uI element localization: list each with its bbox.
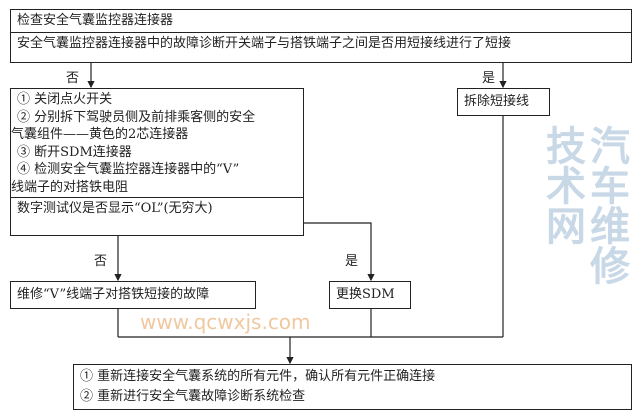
watermark-url: www.qcwxjs.com [140, 310, 311, 334]
repair-box: 维修“V”线端子对搭铁短接的故障 [10, 281, 256, 309]
step-line: ② 分别拆下驾驶员侧及前排乘客侧的安全 [17, 109, 256, 125]
remove-jumper-box: 拆除短接线 [457, 88, 550, 116]
replace-sdm-box: 更换SDM [329, 281, 411, 309]
step-line: 线端子的对搭铁电阻 [11, 179, 129, 195]
final-line: ② 重新进行安全气囊故障诊断系统检查 [80, 389, 306, 404]
check-connector-box: 检查安全气囊监控器连接器 安全气囊监控器连接器中的故障诊断开关端子与搭铁端子之间… [10, 9, 632, 63]
ol-question: 数字测试仪是否显示“OL”(无穷大) [11, 197, 303, 220]
watermark-logo: 汽车维修技术网 [539, 125, 629, 285]
step-line: ③ 断开SDM连接器 [17, 144, 132, 160]
no-label: 否 [66, 71, 80, 86]
step-line: ④ 检测安全气囊监控器连接器中的“V” [17, 162, 240, 177]
remove-jumper-text: 拆除短接线 [464, 94, 530, 109]
replace-sdm-text: 更换SDM [336, 287, 395, 302]
step-line: 气囊组件——黄色的2芯连接器 [11, 127, 189, 142]
yes-label: 是 [482, 71, 496, 86]
check-title: 检查安全气囊监控器连接器 [17, 13, 174, 28]
yes-label-2: 是 [345, 254, 359, 269]
steps-box: ① 关闭点火开关 ② 分别拆下驾驶员侧及前排乘客侧的安全 气囊组件——黄色的2芯… [10, 88, 304, 236]
step-line: ① 关闭点火开关 [17, 92, 113, 107]
repair-text: 维修“V”线端子对搭铁短接的故障 [17, 287, 210, 302]
no-label-2: 否 [94, 254, 108, 269]
jumper-question: 安全气囊监控器连接器中的故障诊断开关端子与搭铁端子之间是否用短接线进行了短接 [11, 32, 631, 55]
final-box: ① 重新连接安全气囊系统的所有元件，确认所有元件正确连接 ② 重新进行安全气囊故… [73, 364, 632, 410]
final-line: ① 重新连接安全气囊系统的所有元件，确认所有元件正确连接 [80, 369, 436, 384]
